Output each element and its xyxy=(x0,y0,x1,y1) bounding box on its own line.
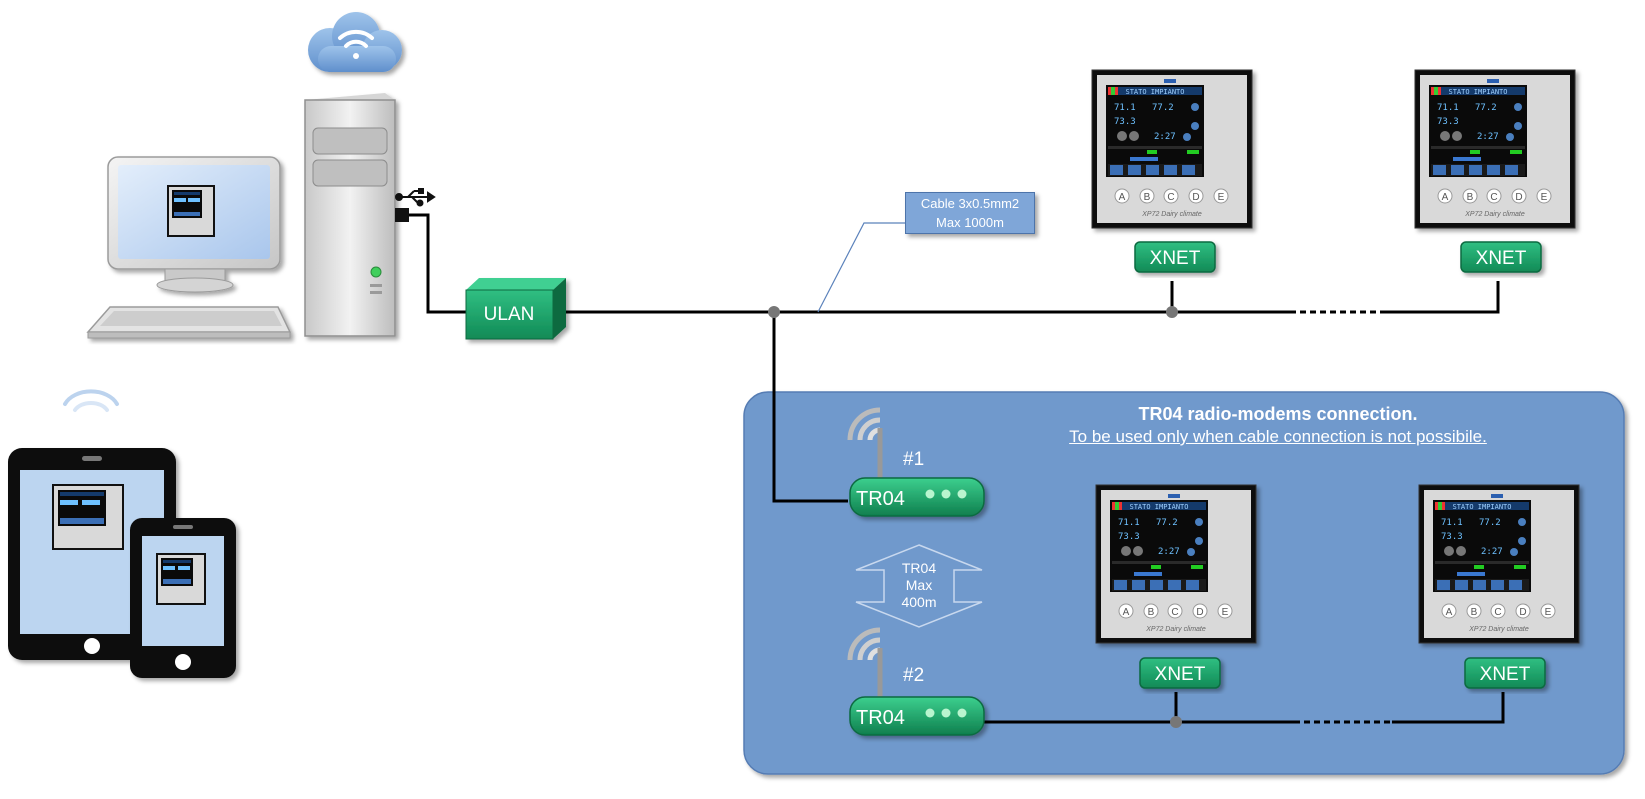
usb-plug xyxy=(395,208,409,222)
radio-panel-subtitle: To be used only when cable connection is… xyxy=(1069,427,1487,446)
controller-device xyxy=(1415,70,1575,228)
modem-number: #1 xyxy=(903,449,924,470)
radio-panel-header: TR04 radio-modems connection. To be used… xyxy=(1028,404,1528,447)
xnet-label: XNET xyxy=(1150,248,1201,269)
controller-device xyxy=(1419,485,1579,643)
range-distance: 400m xyxy=(901,594,937,610)
phone-screen-thumbnail xyxy=(156,553,206,605)
xnet-label: XNET xyxy=(1476,248,1527,269)
modem-label: TR04 xyxy=(856,488,905,510)
tr04-modem-2 xyxy=(849,696,985,736)
bus-junction xyxy=(1170,716,1182,728)
pc-tower xyxy=(304,93,396,337)
ulan-label: ULAN xyxy=(484,304,535,325)
wifi-signal-icon xyxy=(63,389,119,412)
tr04-modem-1 xyxy=(849,477,985,517)
cable-spec: Cable 3x0.5mm2 xyxy=(920,196,1020,211)
usb-icon xyxy=(395,188,436,207)
ulan-box xyxy=(465,278,566,340)
radio-panel-title: TR04 radio-modems connection. xyxy=(1138,404,1418,424)
range-device: TR04 xyxy=(901,560,937,576)
range-max: Max xyxy=(905,577,933,593)
bus-junction xyxy=(768,306,780,318)
modem-number: #2 xyxy=(903,665,924,686)
range-arrow-label: TR04 Max 400m xyxy=(883,560,955,611)
xnet-label: XNET xyxy=(1155,664,1206,685)
modem-label: TR04 xyxy=(856,707,905,729)
bus-junction xyxy=(1166,306,1178,318)
screen-thumbnail xyxy=(167,185,215,237)
controller-device xyxy=(1092,70,1252,228)
wifi-symbol xyxy=(338,29,374,59)
cable-max-length: Max 1000m xyxy=(936,215,1004,230)
xnet-label: XNET xyxy=(1480,664,1531,685)
keyboard xyxy=(86,306,292,339)
range-double-arrow xyxy=(855,544,983,628)
controller-device xyxy=(1096,485,1256,643)
cable-leader-line xyxy=(817,222,905,313)
cable-label: Cable 3x0.5mm2 Max 1000m xyxy=(905,192,1035,234)
tablet-screen-thumbnail xyxy=(52,484,124,550)
